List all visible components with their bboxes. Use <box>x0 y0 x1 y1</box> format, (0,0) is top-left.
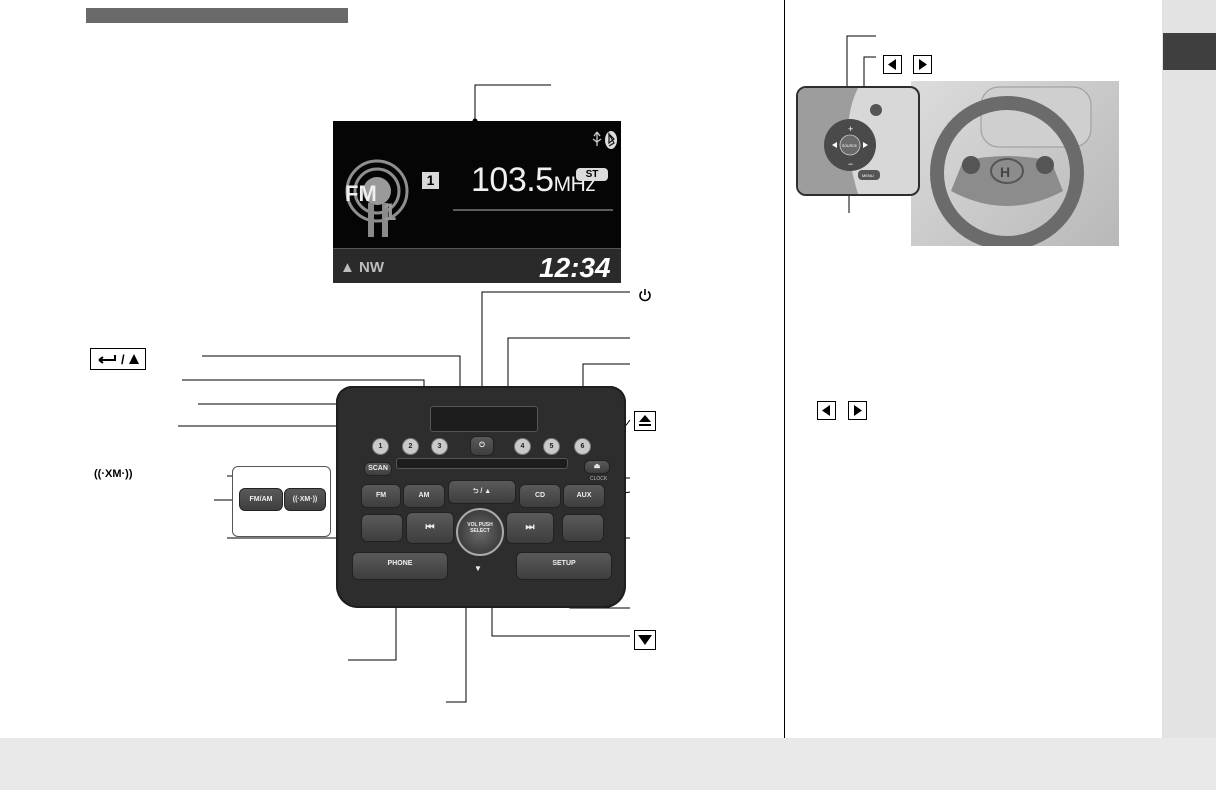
svg-text:H: H <box>1000 164 1010 180</box>
compass-readout: ▲ NW <box>340 259 385 276</box>
preset-button-6[interactable]: 6 <box>574 438 591 455</box>
am-button[interactable]: AM <box>403 484 445 508</box>
scan-button[interactable]: SCAN <box>364 462 392 476</box>
clock-readout: 12:34 <box>539 252 611 283</box>
xm-button[interactable]: ((·XM·)) <box>284 488 326 511</box>
skip-back-arrow-icon <box>883 55 902 74</box>
down-button[interactable]: ▼ <box>474 564 482 573</box>
band-number: 1 <box>383 199 397 226</box>
audio-display-screen: FM 1 1 103.5MHz ST ▲ NW 12:34 <box>333 121 621 283</box>
power-button[interactable]: ⏻ <box>470 436 494 456</box>
audio-head-unit: 1 2 3 ⏻ 4 5 6 SCAN ⏏ CLOCK FM AM ⮌ / ▲ C… <box>336 386 626 608</box>
preset-button-4[interactable]: 4 <box>514 438 531 455</box>
steering-wheel-photo: H <box>911 81 1119 246</box>
volume-select-knob[interactable]: VOL PUSH SELECT <box>456 508 504 556</box>
usb-bluetooth-icon <box>592 131 617 149</box>
clock-label: CLOCK <box>590 476 608 482</box>
volume-down-label: − <box>848 159 853 169</box>
cd-button[interactable]: CD <box>519 484 561 508</box>
preset-indicator: 1 <box>422 172 439 189</box>
chapter-tab[interactable] <box>1163 33 1216 70</box>
down-arrow-icon <box>634 630 656 650</box>
skip-next-arrow-icon <box>913 55 932 74</box>
steering-controls-inset: + − SOURCE MENU <box>796 86 920 196</box>
frequency-readout: 103.5MHz <box>471 161 596 199</box>
setup-button[interactable]: SETUP <box>516 552 612 580</box>
preset-button-5[interactable]: 5 <box>543 438 560 455</box>
eject-button[interactable]: ⏏ <box>584 460 610 474</box>
seek-back-button[interactable]: ⏮ <box>406 512 454 544</box>
return-up-icon: / <box>90 348 146 370</box>
blank-left-button <box>361 514 403 542</box>
fmam-xm-button-inset: FM/AM ((·XM·)) <box>232 466 331 537</box>
stereo-badge: ST <box>576 168 608 181</box>
menu-label: MENU <box>862 173 874 178</box>
band-label: FM <box>345 181 377 206</box>
display-status-bar <box>333 248 621 283</box>
hazard-button-recess <box>430 406 538 432</box>
cd-slot[interactable] <box>396 458 568 469</box>
phone-button[interactable]: PHONE <box>352 552 448 580</box>
svg-text:/: / <box>121 352 125 367</box>
power-icon <box>639 289 651 302</box>
seek-next-button[interactable]: ⏭ <box>506 512 554 544</box>
section-header-bar <box>86 8 348 23</box>
aux-button[interactable]: AUX <box>563 484 605 508</box>
side-tab-strip <box>1162 0 1216 738</box>
skip-back-arrow-icon-2 <box>817 401 836 420</box>
preset-button-1[interactable]: 1 <box>372 438 389 455</box>
fm-band-logo <box>345 159 409 237</box>
preset-button-3[interactable]: 3 <box>431 438 448 455</box>
source-label: SOURCE <box>842 144 858 148</box>
xm-icon-label: ((·XM·)) <box>94 468 133 480</box>
eject-icon <box>634 411 656 431</box>
blank-right-button <box>562 514 604 542</box>
preset-button-2[interactable]: 2 <box>402 438 419 455</box>
fmam-button[interactable]: FM/AM <box>239 488 283 511</box>
fm-button[interactable]: FM <box>361 484 401 508</box>
volume-up-label: + <box>848 124 853 134</box>
back-up-button[interactable]: ⮌ / ▲ <box>448 480 516 504</box>
skip-next-arrow-icon-2 <box>848 401 867 420</box>
column-divider <box>784 0 785 738</box>
frequency-underline <box>453 209 613 211</box>
